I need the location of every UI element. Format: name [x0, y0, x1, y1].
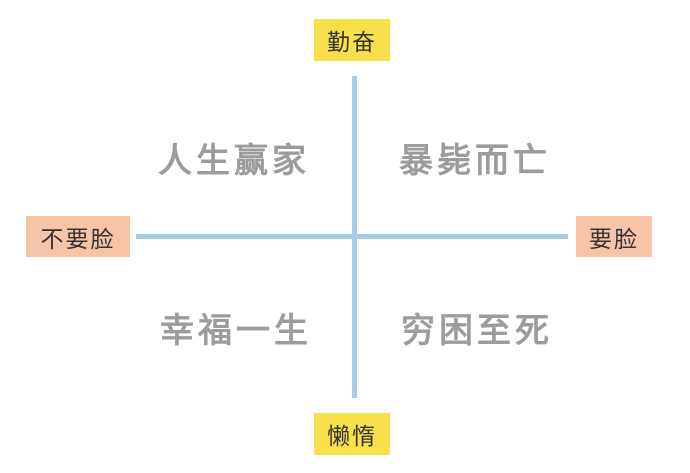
axis-label-left: 不要脸	[26, 216, 130, 257]
axis-label-right: 要脸	[576, 216, 652, 257]
axis-label-top: 勤奋	[314, 19, 390, 61]
axis-label-bottom: 懒惰	[314, 413, 390, 455]
horizontal-axis-line	[136, 234, 568, 239]
quadrant-top-right: 暴毙而亡	[399, 141, 551, 181]
quadrant-bottom-left: 幸福一生	[160, 311, 312, 351]
quadrant-top-left: 人生赢家	[158, 141, 310, 181]
quadrant-bottom-right: 穷困至死	[401, 311, 553, 351]
